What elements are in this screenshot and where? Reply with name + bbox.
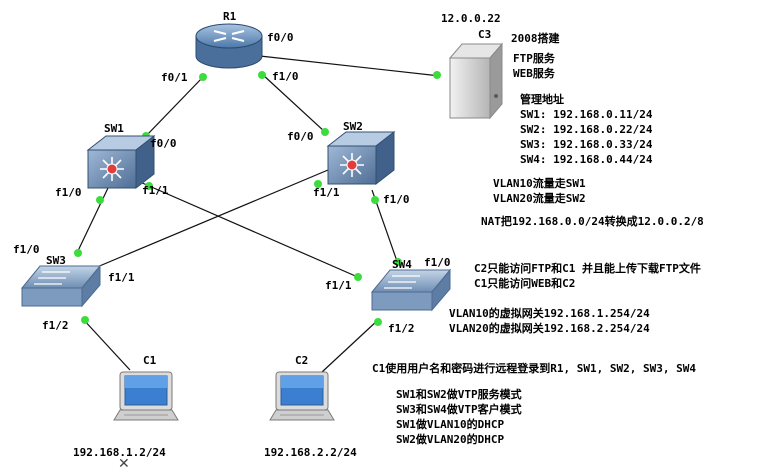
- link-sw2-sw3: [89, 169, 329, 271]
- c2-ip: 192.168.2.2/24: [264, 446, 357, 459]
- link-sw4-c2: [321, 319, 379, 373]
- mgmt-line: SW2: 192.168.0.22/24: [520, 123, 653, 136]
- c1-ip: 192.168.1.2/24: [73, 446, 166, 459]
- label-sw3: SW3: [46, 254, 66, 267]
- mgmt-line: SW4: 192.168.0.44/24: [520, 153, 653, 166]
- port-label-sw3-f11: f1/1: [108, 271, 135, 284]
- link-r1-sw2: [261, 73, 326, 133]
- port-dot: [258, 71, 266, 79]
- vtp-dhcp-note: SW1和SW2做VTP服务模式: [396, 388, 522, 401]
- port-dot: [81, 316, 89, 324]
- c3-ip: 12.0.0.22: [441, 12, 501, 25]
- links: [75, 55, 441, 373]
- link-r1-sw1: [145, 76, 204, 137]
- port-dot: [354, 273, 362, 281]
- vlan-path-note: VLAN10流量走SW1: [493, 177, 586, 190]
- port-label-sw3-f12: f1/2: [42, 319, 69, 332]
- pc-c2-icon: [269, 371, 335, 421]
- label-sw4: SW4: [392, 258, 412, 271]
- vtp-dhcp-note: SW2做VLAN20的DHCP: [396, 433, 505, 446]
- port-dot: [371, 196, 379, 204]
- port-dot: [199, 73, 207, 81]
- label-c1: C1: [143, 354, 157, 367]
- label-sw1: SW1: [104, 122, 124, 135]
- mgmt-title: 管理地址: [520, 93, 564, 106]
- router-r1-icon: [195, 23, 263, 69]
- port-dot: [314, 180, 322, 188]
- port-label-sw1-f10: f1/0: [55, 186, 82, 199]
- label-c3: C3: [478, 28, 492, 41]
- server-note: WEB服务: [513, 67, 555, 80]
- port-label-sw1-f00: f0/0: [150, 137, 177, 150]
- port-label-sw2-f10: f1/0: [383, 193, 410, 206]
- label-c2: C2: [295, 354, 309, 367]
- port-label-r1-f00: f0/0: [267, 31, 294, 44]
- port-dot: [96, 196, 104, 204]
- mgmt-line: SW1: 192.168.0.11/24: [520, 108, 653, 121]
- nat-note: NAT把192.168.0.0/24转换成12.0.0.2/8: [481, 215, 704, 228]
- port-dot: [394, 258, 402, 266]
- port-label-sw4-f10: f1/0: [424, 256, 451, 269]
- port-dot: [321, 128, 329, 136]
- gateway-note: VLAN20的虚拟网关192.168.2.254/24: [449, 322, 650, 335]
- mgmt-line: SW3: 192.168.0.33/24: [520, 138, 653, 151]
- port-label-sw4-f12: f1/2: [388, 322, 415, 335]
- port-dot: [433, 71, 441, 79]
- port-label-r1-f10: f1/0: [272, 70, 299, 83]
- link-sw1-sw4: [139, 181, 361, 279]
- pc-c1-icon: [113, 371, 179, 421]
- port-label-sw4-f11: f1/1: [325, 279, 352, 292]
- port-label-sw2-f11: f1/1: [313, 186, 340, 199]
- server-note: FTP服务: [513, 52, 555, 65]
- label-sw2: SW2: [343, 120, 363, 133]
- close-icon[interactable]: ✕: [118, 456, 130, 472]
- access-note: C1只能访问WEB和C2: [474, 277, 576, 290]
- multilayer-switch-sw1-icon: [86, 134, 156, 190]
- link-sw3-c1: [81, 317, 131, 371]
- port-label-sw1-f11: f1/1: [142, 184, 169, 197]
- access-note: C2只能访问FTP和C1 并且能上传下载FTP文件: [474, 262, 701, 275]
- port-dot: [145, 182, 153, 190]
- server-c3-icon: [448, 42, 504, 120]
- remote-login-note: C1使用用户名和密码进行远程登录到R1, SW1, SW2, SW3, SW4: [372, 362, 696, 375]
- switch-sw4-icon: [370, 268, 452, 312]
- port-dot: [374, 318, 382, 326]
- port-label-r1-f01: f0/1: [161, 71, 188, 84]
- port-dot: [74, 249, 82, 257]
- port-label-sw2-f00: f0/0: [287, 130, 314, 143]
- multilayer-switch-sw2-icon: [326, 130, 396, 186]
- port-label-sw3-f10: f1/0: [13, 243, 40, 256]
- gateway-note: VLAN10的虚拟网关192.168.1.254/24: [449, 307, 650, 320]
- label-r1: R1: [223, 10, 237, 23]
- server-note: 2008搭建: [511, 32, 560, 45]
- switch-sw3-icon: [20, 264, 102, 308]
- vlan-path-note: VLAN20流量走SW2: [493, 192, 586, 205]
- vtp-dhcp-note: SW1做VLAN10的DHCP: [396, 418, 505, 431]
- link-r1-c3: [259, 55, 441, 77]
- vtp-dhcp-note: SW3和SW4做VTP客户模式: [396, 403, 522, 416]
